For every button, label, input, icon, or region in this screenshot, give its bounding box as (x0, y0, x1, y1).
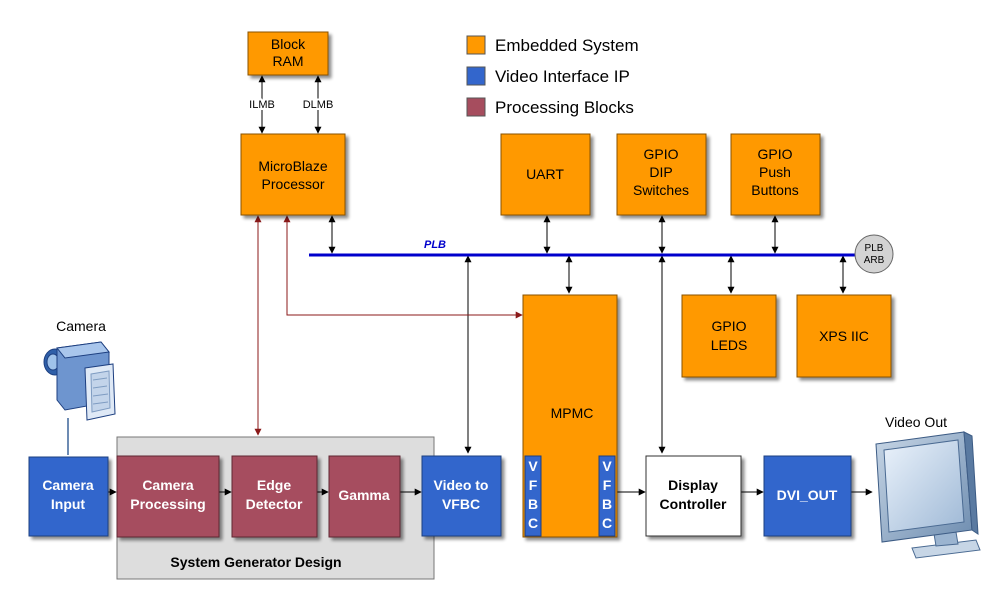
vfbc-left-f: F (529, 477, 538, 493)
camcorder-icon (43, 341, 116, 421)
edge-detector: Edge Detector (231, 455, 318, 538)
vfbc-right-b: B (602, 496, 612, 512)
dlmb-label: DLMB (303, 99, 334, 111)
gamma-block: Gamma (328, 455, 401, 538)
gpio-leds-line2: LEDS (711, 337, 748, 353)
plb-arb-line1: PLB (865, 243, 884, 254)
uart-block: UART (500, 133, 591, 216)
video-out-label: Video Out (885, 414, 947, 430)
legend: Embedded System Video Interface IP Proce… (466, 35, 639, 117)
mpmc-label: MPMC (551, 405, 594, 421)
dvi-out-label: DVI_OUT (777, 487, 838, 503)
video-to-vfbc: Video to VFBC (421, 455, 502, 537)
legend-embedded-label: Embedded System (495, 36, 639, 55)
gpio-dip-switches: GPIO DIP Switches (616, 133, 707, 216)
vfbc-left-v: V (528, 458, 538, 474)
camera-processing-line1: Camera (142, 477, 194, 493)
block-ram-line2: RAM (272, 53, 303, 69)
camera-label: Camera (56, 318, 106, 334)
gpio-dip-line1: GPIO (643, 146, 678, 162)
xps-iic: XPS IIC (796, 294, 892, 378)
gpio-push-line3: Buttons (751, 182, 798, 198)
gpio-leds-line1: GPIO (711, 318, 746, 334)
gpio-dip-line3: Switches (633, 182, 689, 198)
sysgen-label: System Generator Design (170, 554, 341, 570)
display-controller-line2: Controller (660, 496, 727, 512)
vfbc-port-left: V F B C (524, 455, 542, 537)
camera-input-line1: Camera (42, 477, 94, 493)
plb-label: PLB (424, 239, 446, 251)
camera-processing: Camera Processing (116, 455, 220, 538)
gpio-push-line1: GPIO (757, 146, 792, 162)
microblaze-processor: MicroBlaze Processor (240, 133, 346, 216)
plb-arb: PLB ARB (854, 234, 894, 274)
vfbc-right-v: V (602, 458, 612, 474)
video-to-vfbc-line2: VFBC (442, 496, 480, 512)
legend-video-ip-label: Video Interface IP (495, 67, 630, 86)
edge-detector-line1: Edge (257, 477, 291, 493)
ilmb-label: ILMB (249, 99, 275, 111)
uart-label: UART (526, 166, 564, 182)
block-ram: Block RAM (247, 31, 329, 76)
camera-input: Camera Input (28, 456, 109, 537)
vfbc-right-c: C (602, 515, 612, 531)
gpio-push-buttons: GPIO Push Buttons (730, 133, 821, 216)
legend-processing-label: Processing Blocks (495, 98, 634, 117)
vfbc-left-b: B (528, 496, 538, 512)
legend-swatch-processing (466, 97, 486, 117)
video-to-vfbc-line1: Video to (434, 477, 489, 493)
xps-iic-label: XPS IIC (819, 328, 869, 344)
vfbc-right-f: F (603, 477, 612, 493)
camera-processing-line2: Processing (130, 496, 205, 512)
gamma-label: Gamma (338, 487, 390, 503)
legend-swatch-embedded (466, 35, 486, 55)
gpio-leds: GPIO LEDS (681, 294, 777, 378)
microblaze-line1: MicroBlaze (258, 158, 327, 174)
monitor-icon (875, 431, 981, 559)
gpio-push-line2: Push (759, 164, 791, 180)
display-controller-line1: Display (668, 477, 718, 493)
microblaze-line2: Processor (261, 176, 324, 192)
dvi-out: DVI_OUT (763, 455, 852, 537)
display-controller: Display Controller (645, 455, 742, 537)
control-links (254, 215, 523, 436)
vfbc-port-right: V F B C (598, 455, 616, 537)
edge-detector-line2: Detector (246, 496, 303, 512)
plb-arb-line2: ARB (864, 255, 885, 266)
camera-input-line2: Input (51, 496, 86, 512)
legend-swatch-video-ip (466, 66, 486, 86)
gpio-dip-line2: DIP (649, 164, 672, 180)
vfbc-left-c: C (528, 515, 538, 531)
block-ram-line1: Block (271, 36, 306, 52)
